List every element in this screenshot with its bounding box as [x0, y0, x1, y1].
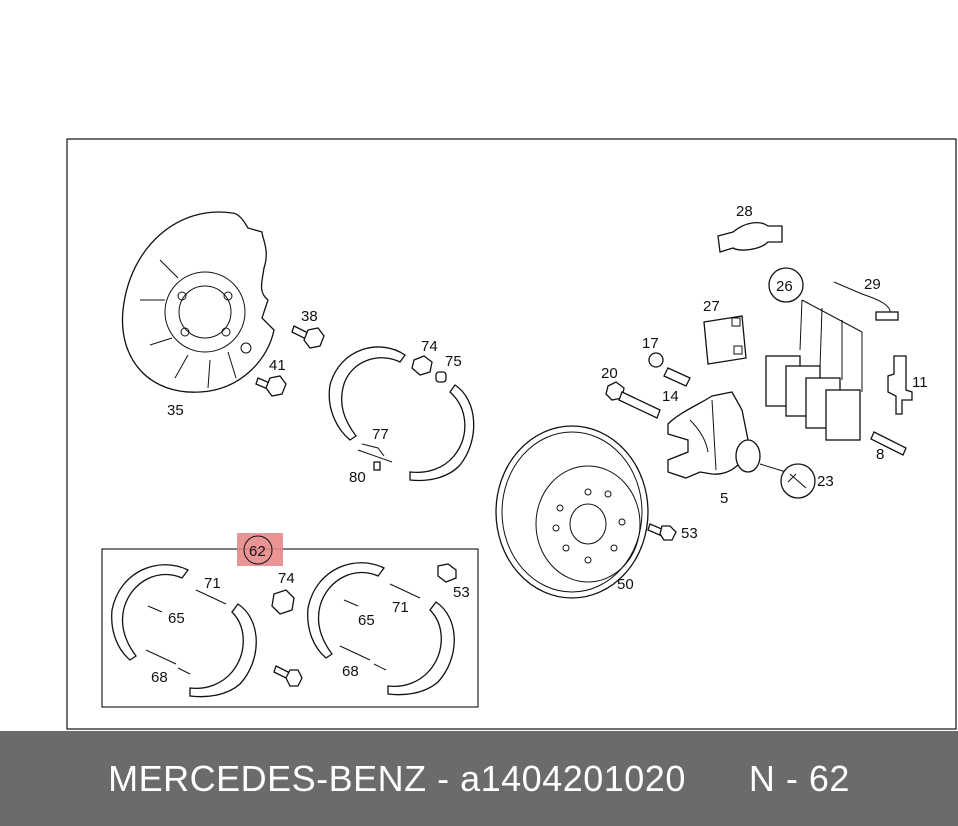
callout-75: 75 [445, 353, 462, 370]
footer-brand: MERCEDES-BENZ [108, 757, 427, 799]
part-caliper-5[interactable] [667, 391, 761, 479]
footer-caption: MERCEDES-BENZ - a1404201020 N - 62 [108, 758, 850, 800]
callout-74-upper: 74 [421, 338, 438, 355]
footer-bar: MERCEDES-BENZ - a1404201020 N - 62 [0, 731, 958, 826]
part-kit-shoes-right[interactable] [307, 562, 457, 696]
callout-68-left: 68 [151, 669, 168, 686]
callout-28: 28 [736, 203, 753, 220]
part-kit-shoes-left[interactable] [111, 564, 257, 698]
part-kit-adjuster[interactable] [271, 589, 303, 687]
exploded-parts-diagram: 35 38 41 74 75 77 80 28 26 [66, 138, 957, 730]
highlight-62[interactable] [237, 533, 283, 566]
callout-23: 23 [817, 473, 834, 490]
footer-separator: - [426, 757, 461, 799]
callout-53-kit: 53 [453, 584, 470, 601]
callout-65-right: 65 [358, 612, 375, 629]
kit-box-62 [101, 548, 479, 708]
part-bleeder-17-14[interactable] [648, 352, 691, 387]
part-parking-brake-shoe-upper[interactable] [328, 346, 475, 482]
part-brake-disc-50[interactable] [495, 425, 649, 599]
part-screw-53[interactable] [647, 523, 677, 541]
callout-26: 26 [776, 278, 793, 295]
part-bolt-41[interactable] [255, 375, 287, 397]
callout-27: 27 [703, 298, 720, 315]
part-wear-sensor-29[interactable] [833, 281, 899, 321]
part-repair-kit-23[interactable] [759, 463, 816, 499]
part-pad-spring-28[interactable] [717, 221, 783, 253]
footer-part-number: a1404201020 [460, 757, 686, 799]
part-shim-27[interactable] [703, 315, 747, 365]
callout-14: 14 [662, 388, 679, 405]
part-caliper-bolt-20[interactable] [605, 381, 661, 419]
footer-diagram-ref: N - 62 [748, 757, 850, 799]
callout-38: 38 [301, 308, 318, 325]
footer-gap [686, 758, 749, 799]
callout-80: 80 [349, 469, 366, 486]
callout-53-upper: 53 [681, 525, 698, 542]
callout-71-right: 71 [392, 599, 409, 616]
callout-50: 50 [617, 576, 634, 593]
callout-20: 20 [601, 365, 618, 382]
part-guide-pin-8[interactable] [870, 431, 907, 456]
callout-17: 17 [642, 335, 659, 352]
callout-8: 8 [876, 446, 884, 463]
part-bolt-38[interactable] [291, 325, 325, 349]
callout-5: 5 [720, 490, 728, 507]
diagram-frame [66, 138, 957, 730]
callout-65-left: 65 [168, 610, 185, 627]
callout-11: 11 [912, 374, 928, 391]
callout-62: 62 [249, 543, 266, 560]
callout-41: 41 [269, 357, 286, 374]
callout-77: 77 [372, 426, 389, 443]
callout-29: 29 [864, 276, 881, 293]
callout-74-kit: 74 [278, 570, 295, 587]
part-brake-pads-26[interactable] [765, 267, 863, 441]
part-bracket-11[interactable] [887, 355, 913, 415]
callout-35: 35 [167, 402, 184, 419]
callout-71-left: 71 [204, 575, 221, 592]
part-backing-plate[interactable] [121, 211, 275, 393]
callout-68-right: 68 [342, 663, 359, 680]
